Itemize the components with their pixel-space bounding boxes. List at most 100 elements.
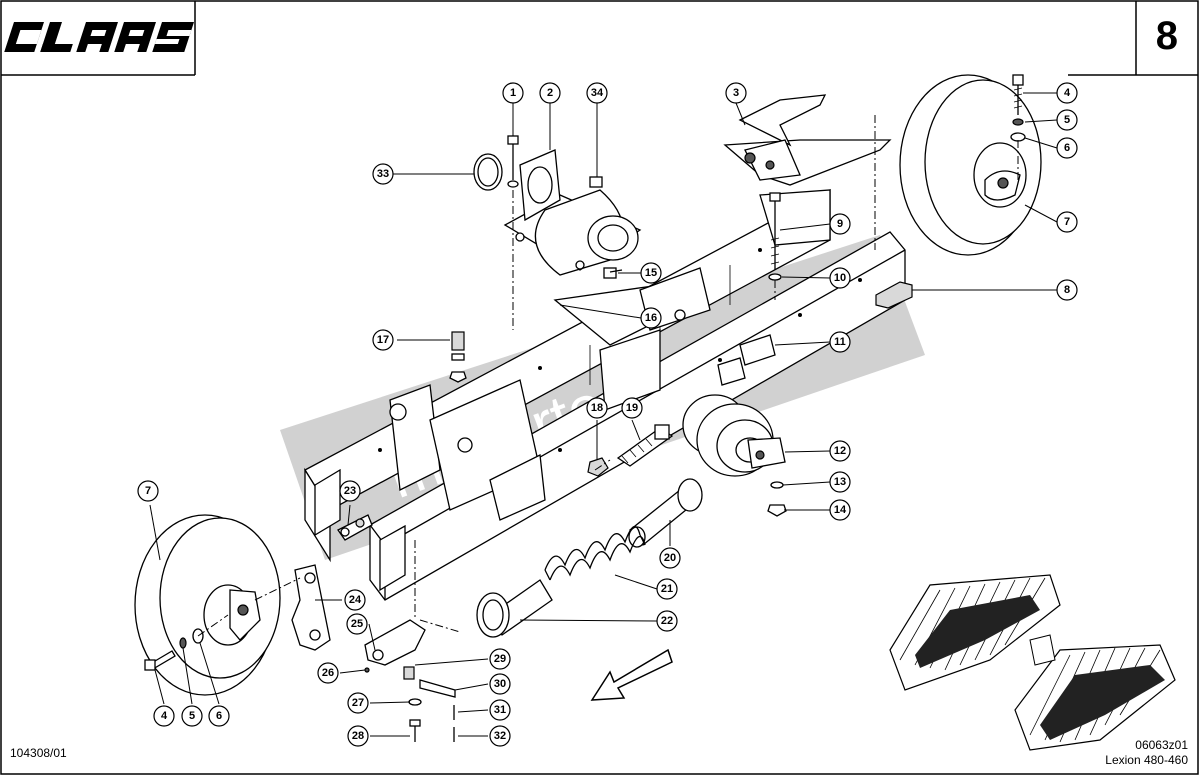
tension-screw (616, 424, 674, 467)
svg-text:1: 1 (510, 87, 516, 99)
callout-markers: 1 2 34 3 4 5 6 7 33 9 15 10 8 16 17 11 1… (137, 82, 1078, 747)
callout-6-lower: 6 (208, 705, 230, 727)
svg-text:9: 9 (837, 218, 843, 230)
callout-14: 14 (829, 499, 851, 521)
mounting-bolt (507, 135, 519, 330)
callout-23: 23 (339, 480, 361, 502)
callout-22: 22 (656, 610, 678, 632)
frame-blocks (717, 334, 776, 386)
svg-text:27: 27 (352, 697, 364, 709)
direction-arrow (590, 648, 673, 701)
svg-text:20: 20 (664, 552, 676, 564)
callout-25: 25 (346, 613, 368, 635)
model-name: Lexion 480-460 (1105, 753, 1188, 767)
bolt-washer-set-upper (1010, 74, 1026, 180)
svg-text:28: 28 (352, 730, 364, 742)
svg-text:7: 7 (145, 485, 151, 497)
callout-26: 26 (317, 662, 339, 684)
svg-text:26: 26 (322, 667, 334, 679)
drawing-code: 06063z01 (1135, 738, 1188, 752)
callout-7-lower: 7 (137, 480, 159, 502)
callout-2: 2 (539, 82, 561, 104)
small-parts (364, 540, 456, 742)
svg-text:24: 24 (349, 594, 362, 606)
bolt-washer-set-lower (144, 614, 229, 671)
callout-1: 1 (502, 82, 524, 104)
claas-logo (4, 22, 194, 52)
spacer-nut (449, 331, 467, 383)
svg-text:4: 4 (161, 710, 168, 722)
callout-24: 24 (344, 589, 366, 611)
svg-text:23: 23 (344, 485, 356, 497)
cross-member-bracket (389, 267, 711, 521)
callout-9: 9 (829, 213, 851, 235)
callout-17: 17 (372, 329, 394, 351)
small-bolt (603, 267, 623, 279)
spring-seat-piston (476, 579, 553, 638)
callout-21: 21 (656, 578, 678, 600)
slide-pad (875, 281, 913, 309)
svg-text:5: 5 (189, 710, 195, 722)
svg-text:21: 21 (661, 583, 673, 595)
callout-10: 10 (829, 267, 851, 289)
svg-text:15: 15 (645, 267, 657, 279)
drawing-reference: 06063z01 Lexion 480-460 (1105, 738, 1188, 768)
callout-31: 31 (489, 699, 511, 721)
o-ring (473, 153, 503, 191)
callout-4-upper: 4 (1056, 82, 1078, 104)
svg-text:31: 31 (494, 704, 506, 716)
callout-5-lower: 5 (181, 705, 203, 727)
callout-3: 3 (725, 82, 747, 104)
svg-text:5: 5 (1064, 114, 1070, 126)
page-number: 8 (1155, 14, 1178, 58)
svg-text:6: 6 (1064, 142, 1070, 154)
track-roller (682, 394, 786, 477)
callout-5-upper: 5 (1056, 109, 1078, 131)
svg-text:6: 6 (216, 710, 222, 722)
callout-34: 34 (586, 82, 608, 104)
assembly-lines (254, 115, 876, 633)
callout-15: 15 (640, 262, 662, 284)
callout-4-lower: 4 (153, 705, 175, 727)
callout-13: 13 (829, 471, 851, 493)
svg-text:7: 7 (1064, 216, 1070, 228)
callout-8: 8 (1056, 279, 1078, 301)
callout-28: 28 (347, 725, 369, 747)
small-screw (589, 176, 603, 188)
svg-text:13: 13 (834, 476, 846, 488)
long-bolt-and-washer (768, 192, 782, 300)
callout-16: 16 (640, 307, 662, 329)
idler-wheel-upper (899, 74, 1042, 256)
callout-6-upper: 6 (1056, 137, 1078, 159)
svg-text:12: 12 (834, 445, 846, 457)
svg-text:33: 33 (377, 168, 389, 180)
tension-spring (544, 525, 646, 581)
svg-text:8: 8 (1064, 284, 1070, 296)
retaining-clip (337, 514, 373, 541)
callout-7-upper: 7 (1056, 211, 1078, 233)
svg-text:22: 22 (661, 615, 673, 627)
tensioner-lever (291, 564, 331, 651)
svg-text:30: 30 (494, 678, 506, 690)
svg-text:10: 10 (834, 272, 846, 284)
svg-text:3: 3 (733, 87, 739, 99)
undercarriage-thumbnail (889, 574, 1176, 751)
tension-nut (587, 457, 609, 477)
callout-18: 18 (586, 397, 608, 419)
svg-text:32: 32 (494, 730, 506, 742)
svg-text:4: 4 (1064, 87, 1071, 99)
spring-guide-piston (628, 478, 703, 548)
washer-nut-set (767, 481, 787, 517)
svg-text:2: 2 (547, 87, 553, 99)
callout-33: 33 (372, 163, 394, 185)
svg-text:25: 25 (351, 618, 363, 630)
document-number: 104308/01 (10, 746, 67, 760)
lever-bracket (364, 619, 426, 666)
tensioner-bracket (723, 94, 892, 186)
idler-wheel-lower (134, 514, 281, 696)
svg-text:14: 14 (834, 504, 847, 516)
svg-text:19: 19 (626, 402, 638, 414)
callout-29: 29 (489, 648, 511, 670)
